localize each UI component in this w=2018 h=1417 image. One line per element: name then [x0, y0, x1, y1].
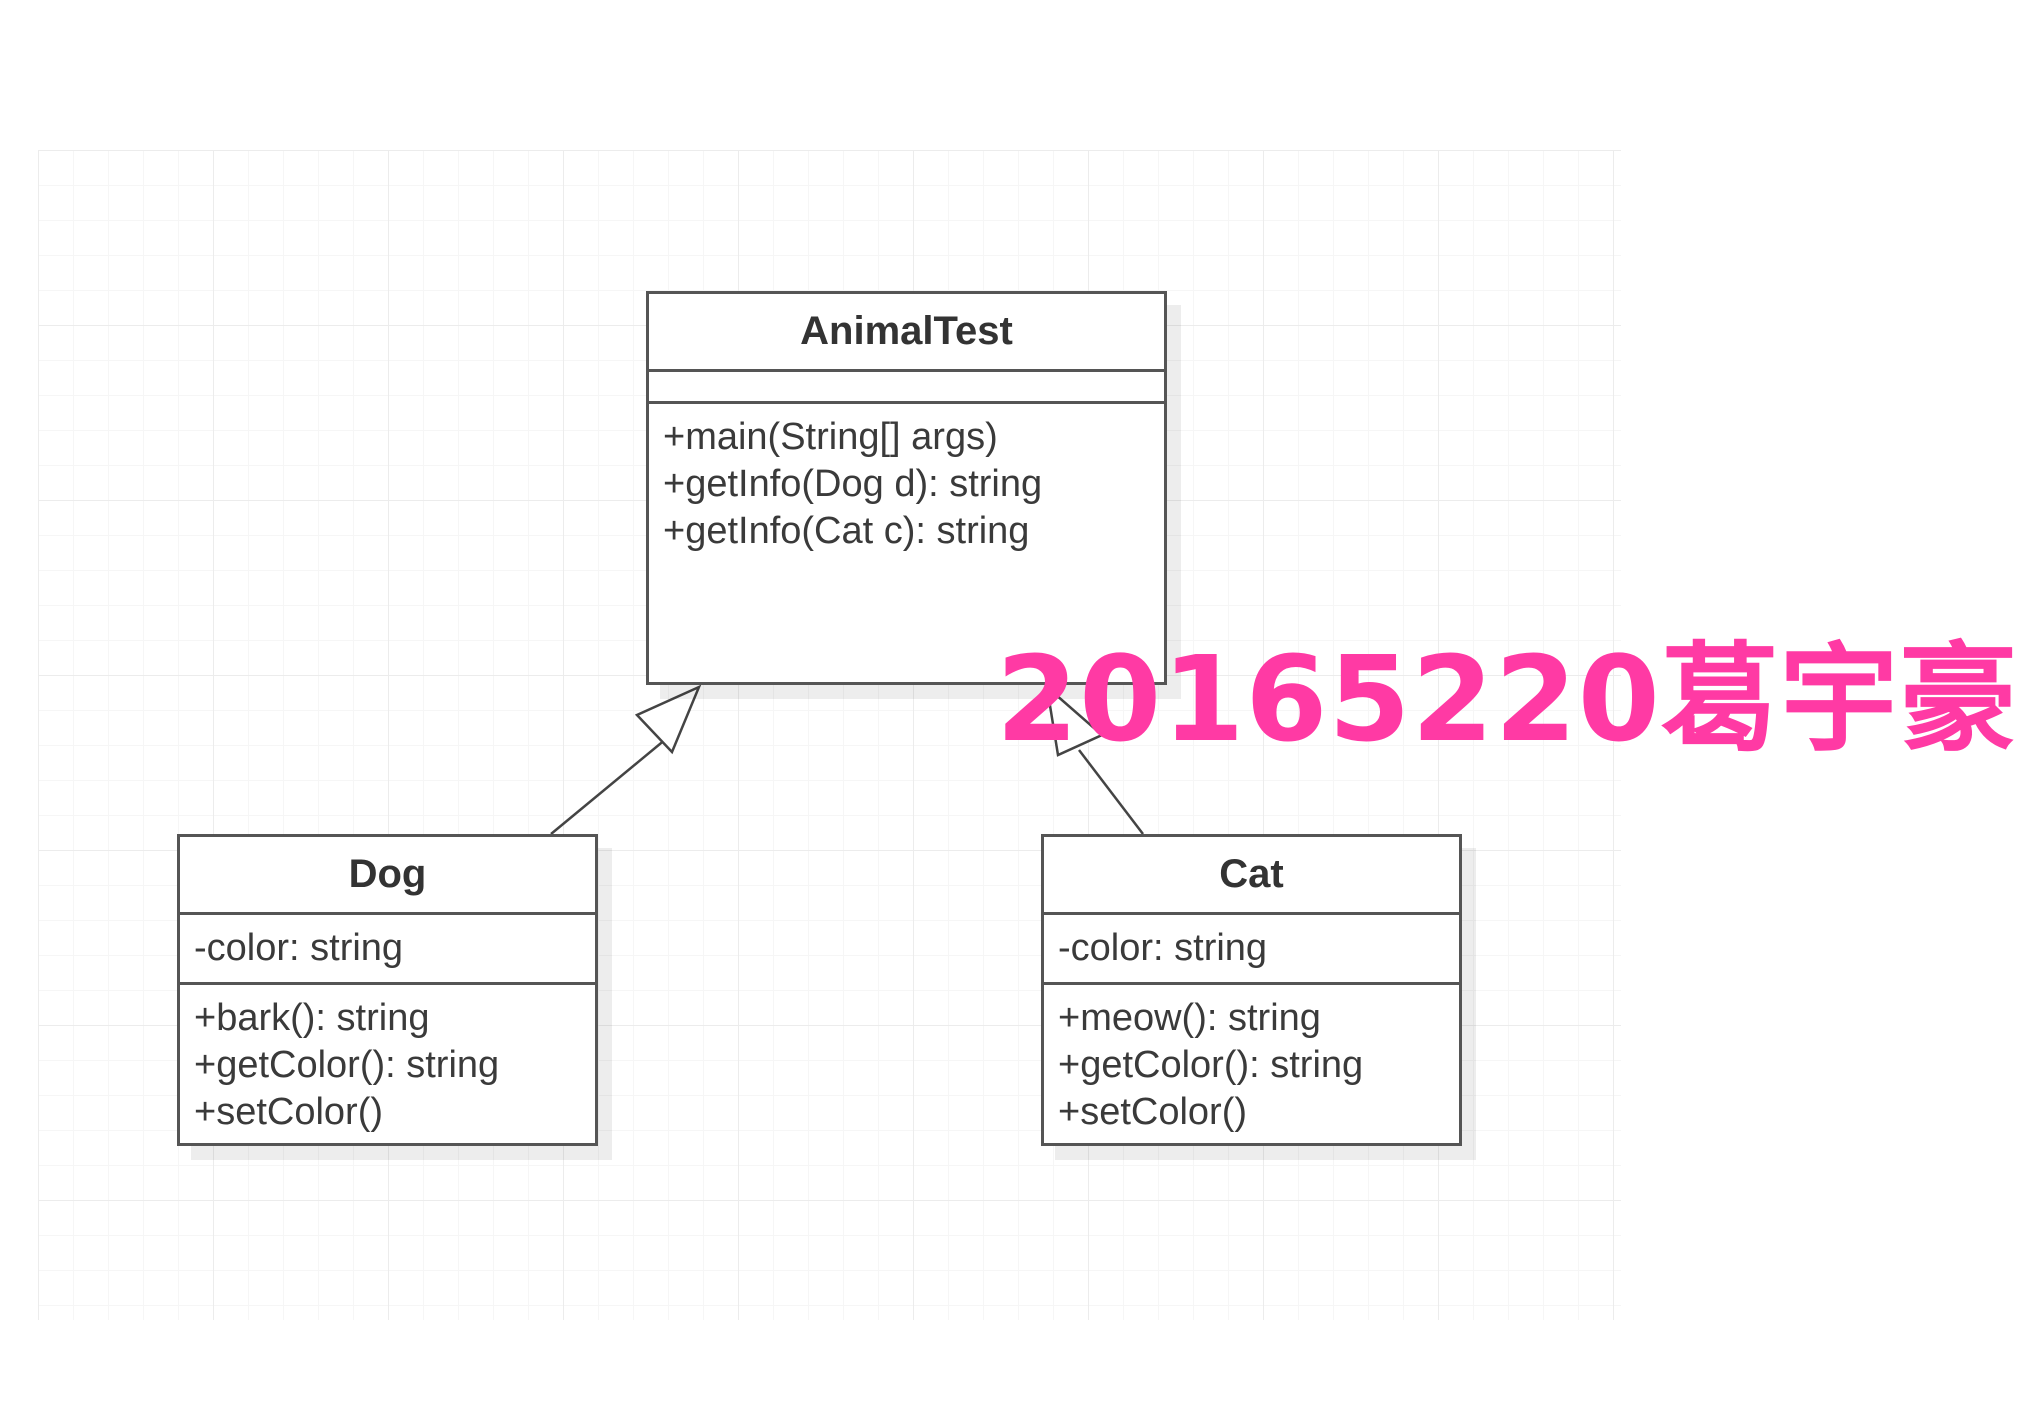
class-attributes-section: -color: string: [180, 915, 595, 985]
class-box-animaltest[interactable]: AnimalTest +main(String[] args) +getInfo…: [646, 291, 1167, 685]
class-name: Dog: [180, 837, 595, 915]
class-box-cat[interactable]: Cat -color: string +meow(): string +getC…: [1041, 834, 1462, 1146]
class-name: AnimalTest: [649, 294, 1164, 372]
class-method: +bark(): string: [194, 997, 430, 1039]
class-method: +getInfo(Dog d): string: [663, 463, 1043, 505]
generalization-line-cat: [1078, 749, 1144, 835]
class-attributes-section: [649, 372, 1164, 404]
class-method: +getColor(): string: [194, 1044, 500, 1086]
generalization-arrowhead-cat: [1045, 683, 1105, 757]
class-method: +getInfo(Cat c): string: [663, 510, 1030, 552]
class-box-dog[interactable]: Dog -color: string +bark(): string +getC…: [177, 834, 598, 1146]
class-attribute: -color: string: [1058, 927, 1268, 969]
class-methods-section: +bark(): string +getColor(): string +set…: [180, 985, 595, 1143]
class-method: +meow(): string: [1058, 997, 1321, 1039]
connector-layer: [550, 683, 1144, 835]
class-name: Cat: [1044, 837, 1459, 915]
class-method: +setColor(): [194, 1091, 383, 1133]
class-attributes-section: -color: string: [1044, 915, 1459, 985]
class-methods-section: +meow(): string +getColor(): string +set…: [1044, 985, 1459, 1143]
generalization-line-dog: [550, 733, 673, 835]
class-method: +main(String[] args): [663, 416, 998, 458]
class-attribute: -color: string: [194, 927, 404, 969]
generalization-arrowhead-dog: [634, 684, 702, 755]
diagram-stage: AnimalTest +main(String[] args) +getInfo…: [38, 150, 2017, 1320]
class-methods-section: +main(String[] args) +getInfo(Dog d): st…: [649, 404, 1164, 682]
class-method: +setColor(): [1058, 1091, 1247, 1133]
class-method: +getColor(): string: [1058, 1044, 1364, 1086]
watermark-text: 20165220葛宇豪: [996, 630, 2018, 768]
